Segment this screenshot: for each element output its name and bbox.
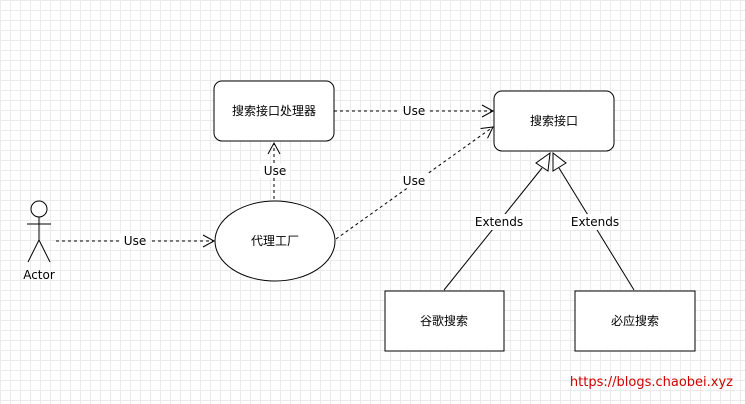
edge-label-google-interface: Extends <box>475 215 523 229</box>
node-search-interface-label: 搜索接口 <box>530 113 578 128</box>
node-search-handler-label: 搜索接口处理器 <box>232 103 316 118</box>
watermark-url: https://blogs.chaobei.xyz <box>569 375 733 390</box>
node-biying-search-label: 必应搜索 <box>611 313 659 328</box>
node-biying-search[interactable]: 必应搜索 <box>574 290 696 352</box>
node-proxy-factory[interactable]: 代理工厂 <box>214 200 336 282</box>
node-google-search[interactable]: 谷歌搜索 <box>384 290 505 352</box>
edge-label-factory-interface: Use <box>403 174 425 188</box>
edge-label-handler-interface: Use <box>403 104 425 118</box>
node-proxy-factory-label: 代理工厂 <box>251 234 299 248</box>
node-search-handler[interactable]: 搜索接口处理器 <box>213 80 335 142</box>
edge-label-actor-factory: Use <box>124 234 146 248</box>
extends-arrow-icon <box>535 151 551 172</box>
actor-label: Actor <box>23 268 55 282</box>
actor-head-icon <box>30 200 48 218</box>
node-google-search-label: 谷歌搜索 <box>420 313 468 328</box>
extends-arrow-icon <box>552 151 567 172</box>
edge-label-factory-handler: Use <box>264 164 286 178</box>
edge-label-biying-interface: Extends <box>571 215 619 229</box>
actor-figure[interactable] <box>27 200 51 263</box>
node-search-interface[interactable]: 搜索接口 <box>493 90 615 152</box>
